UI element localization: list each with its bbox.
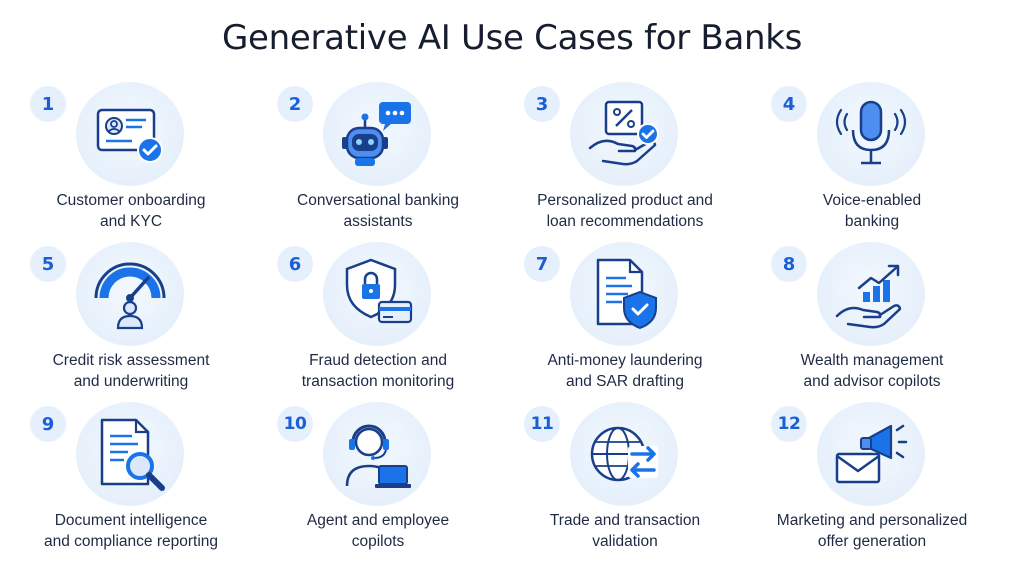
envelope-megaphone-icon xyxy=(817,402,925,506)
hand-percent-offer-icon xyxy=(570,82,678,186)
number-badge: 4 xyxy=(771,86,807,122)
credit-gauge-icon xyxy=(76,242,184,346)
number-badge: 3 xyxy=(524,86,560,122)
document-shield-icon xyxy=(570,242,678,346)
number-badge: 12 xyxy=(771,406,807,442)
chatbot-robot-icon xyxy=(323,82,431,186)
number-badge: 9 xyxy=(30,406,66,442)
document-magnifier-icon xyxy=(76,402,184,506)
number-badge: 7 xyxy=(524,246,560,282)
number-badge: 8 xyxy=(771,246,807,282)
number-badge: 2 xyxy=(277,86,313,122)
id-card-check-icon xyxy=(76,82,184,186)
number-badge: 10 xyxy=(277,406,313,442)
number-badge: 5 xyxy=(30,246,66,282)
page-title: Generative AI Use Cases for Banks xyxy=(221,18,803,58)
number-badge: 1 xyxy=(30,86,66,122)
shield-lock-card-icon xyxy=(323,242,431,346)
number-badge: 11 xyxy=(524,406,560,442)
microphone-icon xyxy=(817,82,925,186)
globe-exchange-icon xyxy=(570,402,678,506)
headset-agent-laptop-icon xyxy=(323,402,431,506)
number-badge: 6 xyxy=(277,246,313,282)
hand-growth-chart-icon xyxy=(817,242,925,346)
